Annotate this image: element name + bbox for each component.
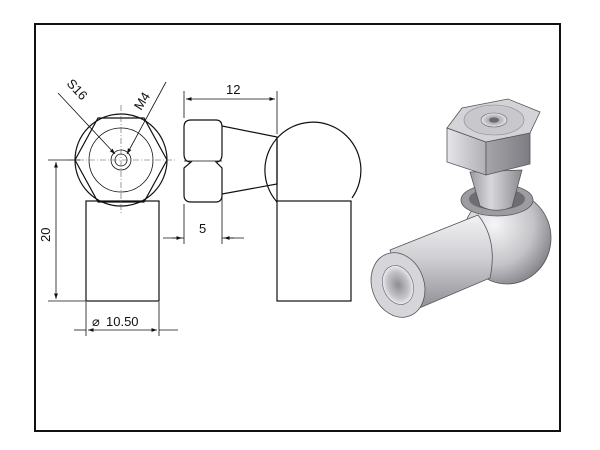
drawing-frame <box>34 23 561 432</box>
iso-bore <box>382 265 414 305</box>
height-label: 20 <box>38 228 53 242</box>
side-ball <box>264 121 362 203</box>
side-neck <box>221 125 278 195</box>
width-label: 12 <box>226 82 240 97</box>
isometric-render <box>370 98 552 318</box>
side-view: 12 5 <box>163 82 362 302</box>
iso-neck <box>469 169 523 211</box>
front-socket-body <box>85 200 160 302</box>
thread-size-label: M4 <box>131 89 153 112</box>
neck-length-label: 5 <box>199 221 206 236</box>
side-cylinder <box>276 200 352 302</box>
diameter-label: 10.50 <box>106 314 139 329</box>
hex-size-label: S16 <box>64 76 91 103</box>
side-hex-nut <box>183 119 223 203</box>
diameter-symbol: ⌀ <box>92 314 100 329</box>
front-view: S16 M4 20 ⌀ 10.50 <box>38 76 178 336</box>
